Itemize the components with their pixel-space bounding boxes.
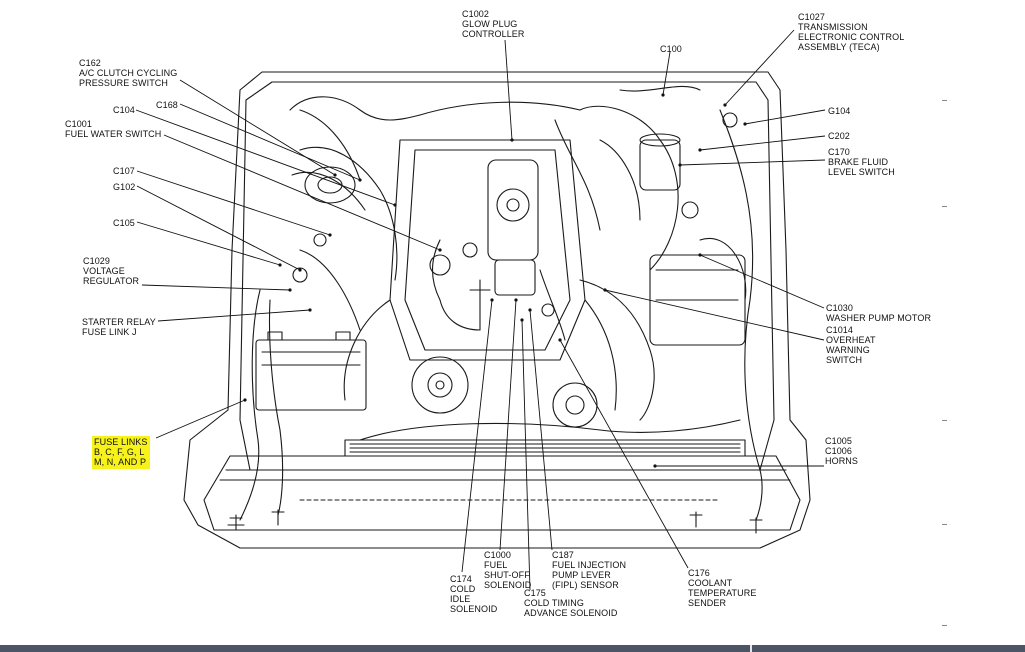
margin-tick: [942, 524, 947, 525]
label-c1000: C1000 FUEL SHUT-OFF SOLENOID: [484, 550, 532, 590]
label-c100: C100: [660, 44, 682, 54]
label-c1001: C1001 FUEL WATER SWITCH: [65, 119, 162, 139]
label-starter-relay: STARTER RELAY FUSE LINK J: [82, 317, 156, 337]
injection-pump: [487, 159, 539, 261]
margin-tick: [942, 625, 947, 626]
label-c162: C162 A/C CLUTCH CYCLING PRESSURE SWITCH: [79, 58, 178, 88]
label-g102: G102: [113, 182, 136, 192]
label-c170: C170 BRAKE FLUID LEVEL SWITCH: [828, 147, 895, 177]
margin-tick: [942, 420, 947, 421]
radiator: [344, 439, 746, 457]
label-c1005-horns: C1005 C1006 HORNS: [825, 436, 859, 466]
label-c1029: C1029 VOLTAGE REGULATOR: [83, 256, 140, 286]
wiring-harness: [239, 289, 261, 521]
label-c175: C175 COLD TIMING ADVANCE SOLENOID: [524, 588, 618, 618]
label-c104: C104: [113, 105, 135, 115]
label-c168: C168: [156, 100, 178, 110]
label-c105: C105: [113, 218, 135, 228]
bottom-bar-divider: [750, 645, 752, 652]
bottom-status-bar: [0, 645, 1025, 652]
label-fuse-links: FUSE LINKS B, C, F, G, L M, N, AND P: [92, 436, 150, 469]
cooling-fan: [411, 356, 469, 414]
engine-bay-outline: [183, 71, 811, 549]
label-c202: C202: [828, 131, 850, 141]
label-c107: C107: [113, 166, 135, 176]
margin-tick: [942, 100, 947, 101]
label-c174: C174 COLD IDLE SOLENOID: [450, 574, 498, 614]
label-c1030: C1030 WASHER PUMP MOTOR: [826, 303, 932, 323]
label-g104: G104: [828, 106, 851, 116]
label-c1014: C1014 OVERHEAT WARNING SWITCH: [826, 325, 876, 365]
label-c187: C187 FUEL INJECTION PUMP LEVER (FIPL) SE…: [552, 550, 627, 590]
brake-master-cylinder: [639, 139, 681, 191]
label-c1027: C1027 TRANSMISSION ELECTRONIC CONTROL AS…: [798, 12, 905, 52]
margin-tick: [942, 206, 947, 207]
label-c1002: C1002 GLOW PLUG CONTROLLER: [462, 9, 525, 39]
battery: [255, 339, 367, 411]
label-c176: C176 COOLANT TEMPERATURE SENDER: [688, 568, 757, 608]
